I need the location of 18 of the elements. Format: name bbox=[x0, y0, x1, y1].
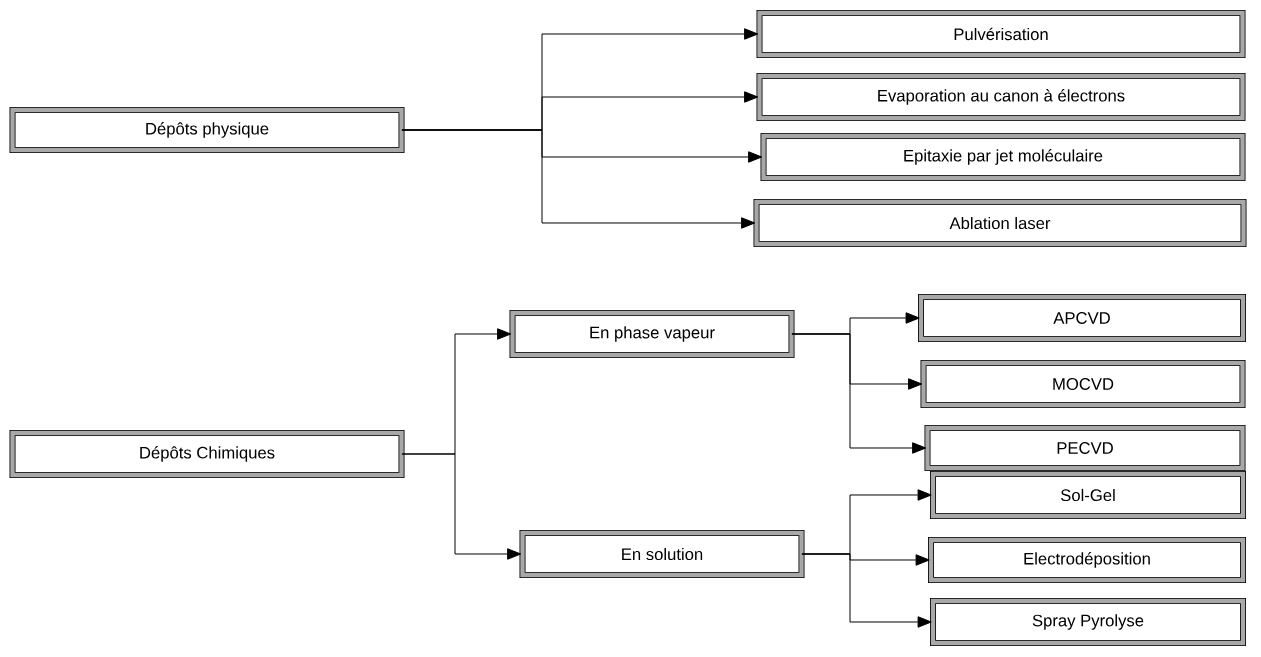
method-box: MOCVD bbox=[920, 360, 1246, 408]
method-box: PECVD bbox=[924, 425, 1246, 471]
method-box: Spray Pyrolyse bbox=[930, 598, 1246, 646]
arrow bbox=[401, 453, 522, 560]
method-box: APCVD bbox=[918, 294, 1246, 342]
method-box: Sol-Gel bbox=[930, 471, 1246, 519]
arrow bbox=[801, 553, 932, 628]
method-box: Pulvérisation bbox=[756, 10, 1246, 58]
arrow bbox=[401, 129, 756, 229]
method-box: Electrodéposition bbox=[928, 537, 1246, 583]
method-box: Dépôts physique bbox=[9, 107, 405, 153]
method-box: Epitaxie par jet moléculaire bbox=[760, 133, 1246, 181]
method-box: En phase vapeur bbox=[509, 310, 795, 358]
method-box: Ablation laser bbox=[753, 199, 1247, 247]
arrow bbox=[791, 333, 927, 454]
method-box: En solution bbox=[519, 530, 805, 578]
method-box: Dépôts Chimiques bbox=[9, 430, 405, 478]
method-box: Evaporation au canon à électrons bbox=[756, 73, 1246, 121]
